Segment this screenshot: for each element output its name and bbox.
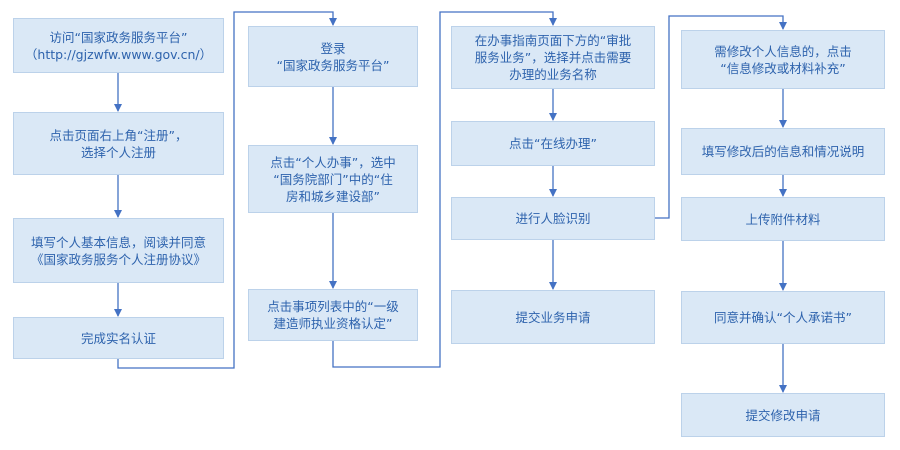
step-real-name-auth: 完成实名认证: [13, 317, 224, 359]
connector-c3-c4: [655, 15, 787, 219]
step-fill-personal-info: 填写个人基本信息，阅读并同意 《国家政务服务个人注册协议》: [13, 218, 224, 283]
step-choose-business: 在办事指南页面下方的“审批 服务业务”，选择并点击需要 办理的业务名称: [451, 26, 655, 89]
step-click-register: 点击页面右上角“注册”， 选择个人注册: [13, 112, 224, 175]
step-confirm-commitment: 同意并确认“个人承诺书”: [681, 291, 885, 344]
connector-c2-c3: [332, 11, 557, 368]
step-login-platform: 登录 “国家政务服务平台”: [248, 26, 418, 87]
step-face-recognition: 进行人脸识别: [451, 197, 655, 240]
step-submit-modification: 提交修改申请: [681, 393, 885, 437]
connector-c1-c2: [117, 11, 337, 369]
step-modify-info: 需修改个人信息的，点击 “信息修改或材料补充”: [681, 30, 885, 89]
step-select-ministry: 点击“个人办事”，选中 “国务院部门”中的“住 房和城乡建设部”: [248, 145, 418, 213]
step-select-qualification: 点击事项列表中的“一级 建造师执业资格认定”: [248, 289, 418, 341]
step-online-handling: 点击“在线办理”: [451, 121, 655, 166]
step-fill-modified-info: 填写修改后的信息和情况说明: [681, 128, 885, 175]
step-upload-attachments: 上传附件材料: [681, 197, 885, 241]
step-submit-application: 提交业务申请: [451, 290, 655, 344]
step-visit-platform: 访问“国家政务服务平台” （http://gjzwfw.www.gov.cn/）: [13, 18, 224, 73]
